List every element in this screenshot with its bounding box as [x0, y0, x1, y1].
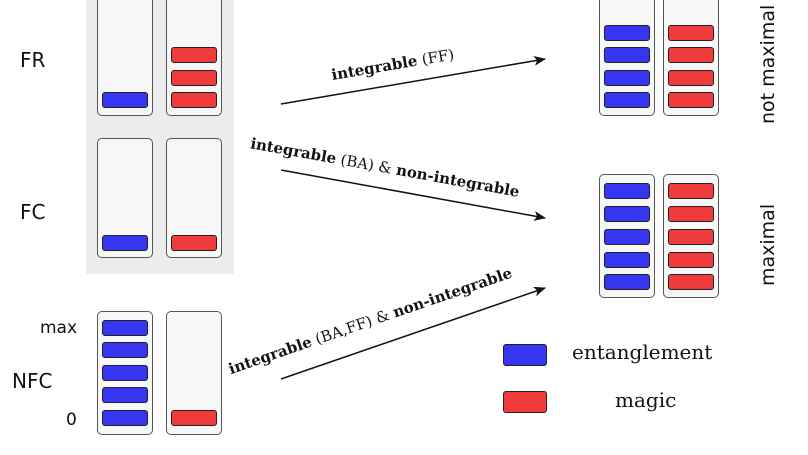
row-label-nfc: NFC [12, 369, 53, 393]
magic-block [668, 92, 714, 108]
magic-block [668, 229, 714, 245]
magic-block [668, 183, 714, 199]
magic-block [668, 274, 714, 290]
entanglement-block [102, 235, 148, 251]
entanglement-block [604, 229, 650, 245]
magic-block [668, 252, 714, 268]
entanglement-block [102, 342, 148, 358]
legend-swatch-magic [503, 391, 547, 413]
tick-label-zero: 0 [66, 410, 77, 430]
arrow-fr-to-not-maximal [280, 55, 546, 105]
maximal-entanglement-column [599, 174, 655, 298]
entanglement-block [604, 70, 650, 86]
entanglement-block [102, 387, 148, 403]
legend-label-magic: magic [615, 388, 677, 412]
entanglement-block [102, 410, 148, 426]
entanglement-block [604, 183, 650, 199]
row-label-fr: FR [20, 48, 46, 72]
magic-block [171, 92, 217, 108]
not-maximal-magic-column [663, 0, 719, 116]
nfc-entanglement-column [97, 311, 153, 435]
magic-block [171, 235, 217, 251]
entanglement-block [102, 365, 148, 381]
legend-swatch-entanglement [503, 344, 547, 366]
nfc-magic-column [166, 311, 222, 435]
entanglement-block [604, 92, 650, 108]
magic-block [668, 70, 714, 86]
entanglement-block [604, 252, 650, 268]
fr-magic-column [166, 0, 222, 116]
magic-block [171, 410, 217, 426]
maximal-magic-column [663, 174, 719, 298]
fc-magic-column [166, 138, 222, 258]
entanglement-block [604, 25, 650, 41]
entanglement-block [604, 206, 650, 222]
row-label-fc: FC [20, 200, 46, 224]
fr-entanglement-column [97, 0, 153, 116]
arrow-fc-to-maximal [280, 169, 546, 221]
fc-entanglement-column [97, 138, 153, 258]
entanglement-block [102, 320, 148, 336]
magic-block [668, 25, 714, 41]
not-maximal-entanglement-column [599, 0, 655, 116]
arrow-nfc-to-maximal [280, 286, 546, 380]
magic-block [171, 47, 217, 63]
entanglement-block [102, 92, 148, 108]
entanglement-block [604, 47, 650, 63]
magic-block [171, 70, 217, 86]
tick-label-max: max [40, 318, 78, 338]
entanglement-block [604, 274, 650, 290]
legend-label-entanglement: entanglement [572, 340, 713, 364]
magic-block [668, 47, 714, 63]
magic-block [668, 206, 714, 222]
